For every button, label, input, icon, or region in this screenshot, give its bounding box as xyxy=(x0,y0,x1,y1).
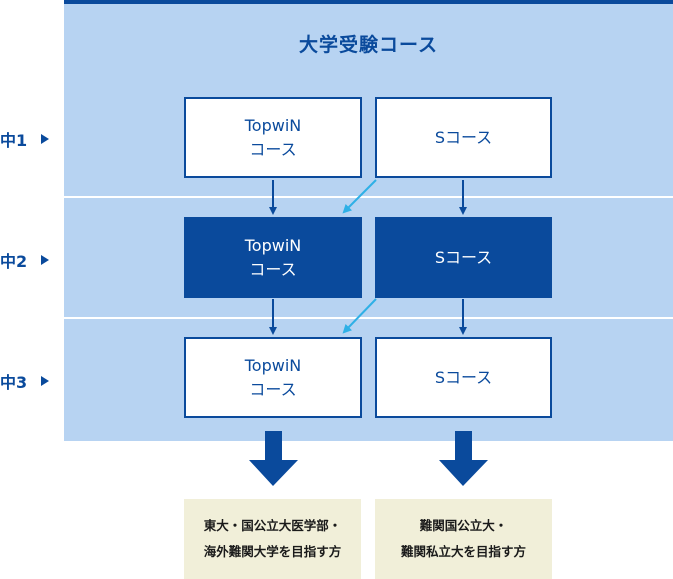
s-course-box: Sコース xyxy=(375,337,552,418)
grade-text: 中2 xyxy=(0,252,28,271)
outcome-line: 難関私立大を目指す方 xyxy=(400,544,526,559)
grade-text: 中3 xyxy=(0,373,28,392)
triangle-right-icon xyxy=(41,134,50,144)
grade-text: 中1 xyxy=(0,131,28,150)
topwin-course-box-highlight: TopwiN コース xyxy=(184,217,362,298)
row-divider xyxy=(64,196,673,198)
grade-label-1: 中1 xyxy=(0,127,50,151)
triangle-right-icon xyxy=(41,376,50,386)
outcome-line: 東大・国公立大医学部・ xyxy=(203,518,342,533)
arrow-diagonal-icon xyxy=(342,298,377,334)
s-course-box-highlight: Sコース xyxy=(375,217,552,298)
outcome-s: 難関国公立大・ 難関私立大を目指す方 xyxy=(375,499,552,579)
panel-title: 大学受験コース xyxy=(298,34,439,56)
triangle-right-icon xyxy=(41,255,50,265)
big-arrow-down-icon xyxy=(249,431,298,486)
row-divider xyxy=(64,317,673,319)
topwin-course-box: TopwiN コース xyxy=(184,337,362,418)
grade-label-3: 中3 xyxy=(0,369,50,393)
outcome-line: 海外難関大学を目指す方 xyxy=(203,544,342,559)
topwin-course-box: TopwiN コース xyxy=(184,97,362,178)
s-course-box: Sコース xyxy=(375,97,552,178)
big-arrow-down-icon xyxy=(439,431,488,486)
grade-label-2: 中2 xyxy=(0,248,50,272)
outcome-line: 難関国公立大・ xyxy=(419,518,508,533)
outcome-topwin: 東大・国公立大医学部・ 海外難関大学を目指す方 xyxy=(184,499,361,579)
arrow-diagonal-icon xyxy=(342,179,377,214)
course-panel xyxy=(64,0,673,441)
